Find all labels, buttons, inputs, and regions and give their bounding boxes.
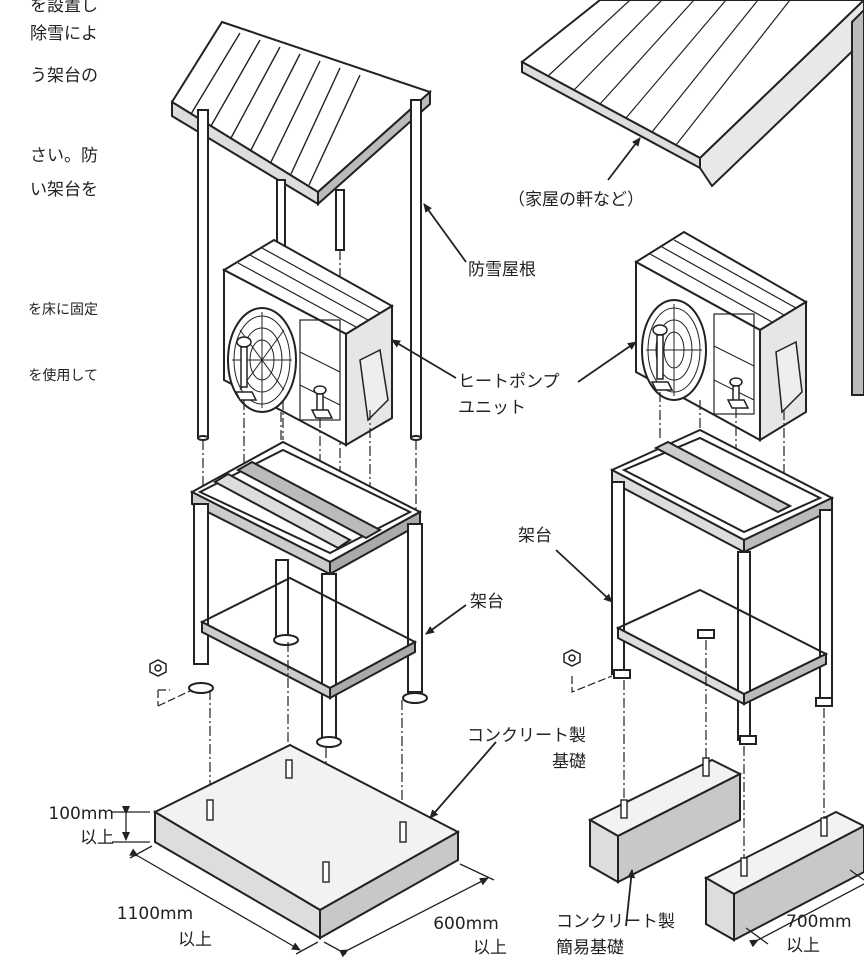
- label-stand-left: 架台: [470, 592, 504, 612]
- stand-right: [609, 428, 835, 745]
- dim-height-unit: 以上: [80, 828, 114, 848]
- label-concrete-base-line2: 基礎: [552, 752, 586, 772]
- anchor-bolts-left: [206, 759, 407, 883]
- dimension-depth: [323, 863, 495, 958]
- loose-nut-right: [563, 649, 581, 667]
- dim-height-value: 100mm: [48, 804, 114, 824]
- dimension-width: [129, 845, 319, 955]
- body-text-line-3: う架台の: [30, 66, 98, 86]
- body-text-line-5: い架台を: [30, 180, 98, 200]
- loose-nut-left: [149, 659, 167, 677]
- label-simple-base-line1: コンクリート製: [556, 912, 675, 932]
- body-text-line-4: さい。防: [30, 146, 98, 166]
- dimension-height: [112, 806, 150, 843]
- snow-roof: [170, 20, 432, 441]
- body-text-line-2: 除雪によ: [30, 24, 98, 44]
- dim-span-value: 700mm: [786, 912, 852, 932]
- label-heatpump-line1: ヒートポンプ: [458, 372, 560, 392]
- unit-bolts-left: [234, 336, 334, 419]
- stand-left: [188, 440, 428, 748]
- dim-span-unit: 以上: [786, 936, 820, 956]
- label-snow-roof: 防雪屋根: [468, 260, 536, 280]
- dim-width-value: 1100mm: [116, 904, 194, 924]
- label-stand-right: 架台: [518, 526, 552, 546]
- dim-depth-value: 600mm: [433, 914, 499, 934]
- body-text-line-1: を設置し: [30, 0, 98, 16]
- label-eaves: （家屋の軒など）: [508, 190, 644, 210]
- unit-bolts-right: [650, 324, 750, 409]
- label-simple-base-line2: 簡易基礎: [556, 938, 624, 958]
- label-concrete-base-line1: コンクリート製: [467, 726, 586, 746]
- dimension-span: [745, 869, 864, 948]
- heat-pump-unit-left: [221, 238, 394, 447]
- simple-base-front: [587, 758, 743, 884]
- dim-width-unit: 以上: [178, 930, 212, 950]
- body-text-line-7: を使用して: [28, 368, 98, 384]
- anchor-bolts-right: [620, 757, 828, 877]
- label-heatpump-line2: ユニット: [458, 398, 526, 418]
- house-eaves: [520, 0, 864, 396]
- body-text-line-6: を床に固定: [28, 302, 98, 318]
- dim-depth-unit: 以上: [473, 938, 507, 958]
